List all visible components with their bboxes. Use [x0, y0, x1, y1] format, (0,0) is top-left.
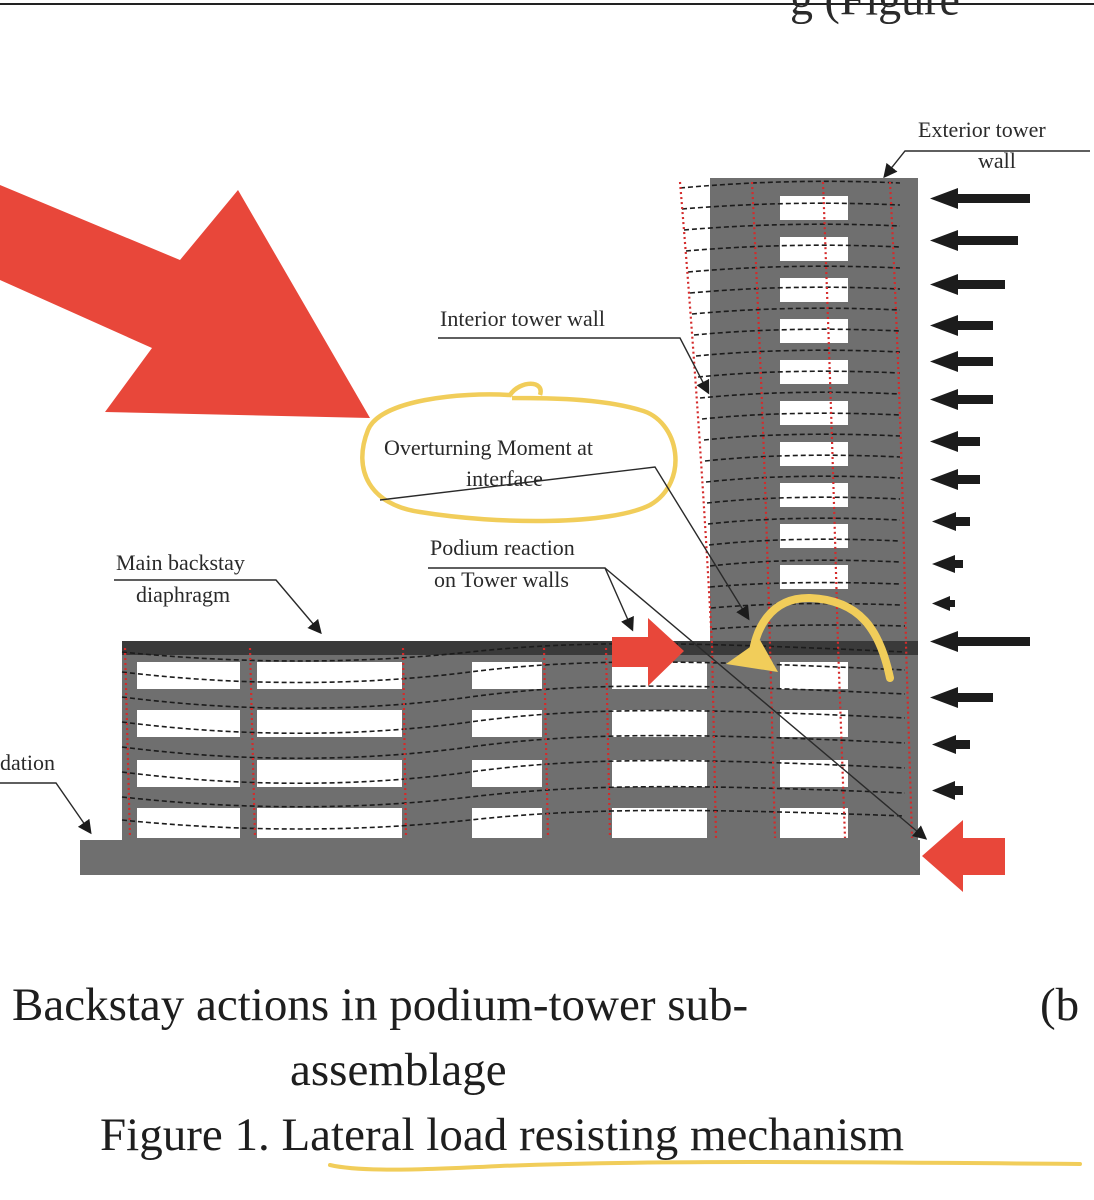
arrow-left-icon	[930, 351, 993, 372]
arrow-left-icon	[930, 230, 1018, 251]
leader-podium-reaction-b	[604, 567, 928, 840]
red-arrow-right-icon	[612, 618, 684, 686]
arrow-left-icon	[930, 469, 980, 490]
leader-backstay	[114, 579, 322, 635]
label-exterior-wall-2: wall	[978, 148, 1016, 173]
arrow-left-icon	[932, 512, 970, 531]
label-backstay-1: Main backstay	[116, 550, 245, 575]
label-podium-reaction-1: Podium reaction	[430, 535, 575, 560]
podium-deformed-floors	[121, 642, 906, 830]
highlight-loop	[360, 381, 678, 524]
red-deformed-walls	[123, 181, 914, 839]
arrow-left-icon	[932, 735, 970, 754]
label-interior-wall: Interior tower wall	[440, 306, 605, 331]
arrow-left-icon	[932, 596, 955, 611]
foundation-slab	[80, 840, 920, 875]
label-foundation: dation	[0, 750, 55, 775]
tower-deformed-floors	[679, 180, 906, 630]
label-backstay-2: diaphragm	[136, 582, 230, 607]
lateral-load-arrows	[930, 188, 1030, 800]
tower-body	[710, 178, 918, 840]
figure-title: Lateral load resisting mechanism	[281, 1109, 905, 1161]
label-overturning-2: interface	[466, 466, 543, 491]
curved-moment-arrow-icon	[748, 593, 894, 682]
title-underline	[328, 1160, 1082, 1172]
arrow-left-icon	[930, 389, 993, 410]
label-overturning-1: Overturning Moment at	[384, 435, 593, 460]
leader-interior-wall	[438, 337, 710, 395]
moment-arrowhead	[726, 640, 778, 672]
arrow-left-icon	[932, 781, 963, 800]
arrow-left-icon	[930, 631, 1030, 652]
caption-sub-a-line2: assemblage	[290, 1044, 507, 1096]
leader-foundation	[0, 782, 92, 835]
caption-sub-a-line1: Backstay actions in podium-tower sub-	[12, 979, 749, 1031]
arrow-left-icon	[930, 431, 980, 452]
label-exterior-wall-1: Exterior tower	[918, 117, 1046, 142]
leader-exterior-wall	[883, 150, 1090, 179]
arrow-left-icon	[930, 274, 1005, 295]
arrow-left-icon	[930, 188, 1030, 209]
red-arrow-left-icon	[922, 820, 1005, 892]
leader-overturning	[379, 466, 750, 621]
label-podium-reaction-2: on Tower walls	[434, 567, 569, 592]
big-red-arrow-icon	[0, 185, 370, 418]
arrow-left-icon	[930, 315, 993, 336]
arrow-left-icon	[930, 687, 993, 708]
caption-sub-b: (b	[1040, 979, 1080, 1031]
arrow-left-icon	[932, 555, 963, 573]
backstay-diaphragm-slab	[122, 641, 918, 655]
header-fragment: g (Figure	[790, 0, 960, 25]
podium-openings	[137, 662, 707, 838]
figure-caption: Figure 1. Lateral load resisting mechani…	[100, 1108, 904, 1162]
figure-prefix: Figure 1.	[100, 1109, 282, 1161]
